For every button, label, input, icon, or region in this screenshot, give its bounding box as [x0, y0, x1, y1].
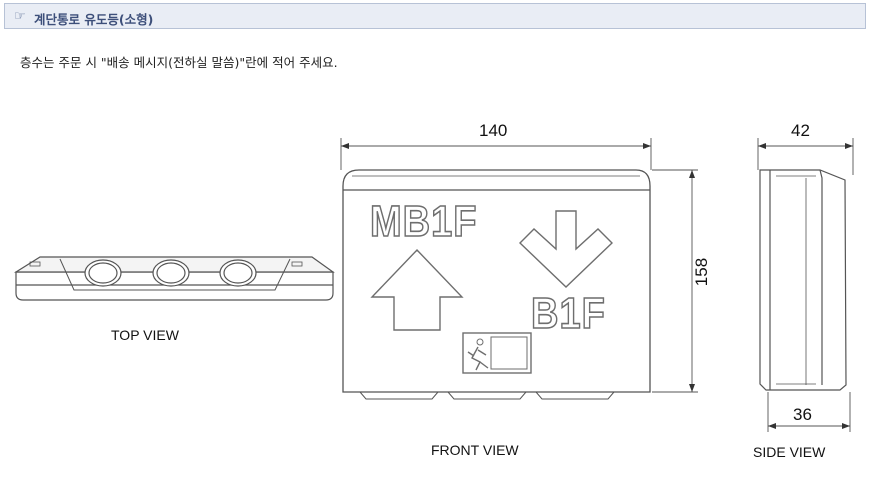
- order-notice: 층수는 주문 시 "배송 메시지(전하실 말씀)"란에 적어 주세요.: [20, 55, 338, 70]
- side-view-drawing: [757, 138, 854, 432]
- sign-upper-floor-label: MB1F: [369, 197, 478, 247]
- up-arrow-symbol: [370, 248, 464, 331]
- depth-inner-dimension: 36: [793, 405, 812, 424]
- pointing-hand-icon: ☞: [14, 9, 26, 24]
- front-view-label: FRONT VIEW: [431, 442, 519, 458]
- exit-pictogram-icon: [462, 332, 532, 374]
- down-arrow-symbol: [518, 210, 614, 288]
- side-view-label: SIDE VIEW: [753, 444, 826, 460]
- front-view-drawing: [340, 138, 698, 400]
- height-dimension: 158: [692, 257, 712, 287]
- top-view-lens-2: [152, 259, 190, 287]
- top-view-label: TOP VIEW: [111, 327, 179, 343]
- top-view-drawing: [13, 256, 335, 301]
- top-view-lens-3: [219, 259, 257, 287]
- sign-lower-floor-label: B1F: [530, 289, 606, 339]
- section-title: 계단통로 유도등(소형): [34, 12, 154, 27]
- depth-outer-dimension: 42: [791, 121, 810, 140]
- width-dimension: 140: [479, 121, 508, 140]
- top-view-lens-1: [84, 259, 122, 287]
- section-header: ☞ 계단통로 유도등(소형): [4, 3, 866, 29]
